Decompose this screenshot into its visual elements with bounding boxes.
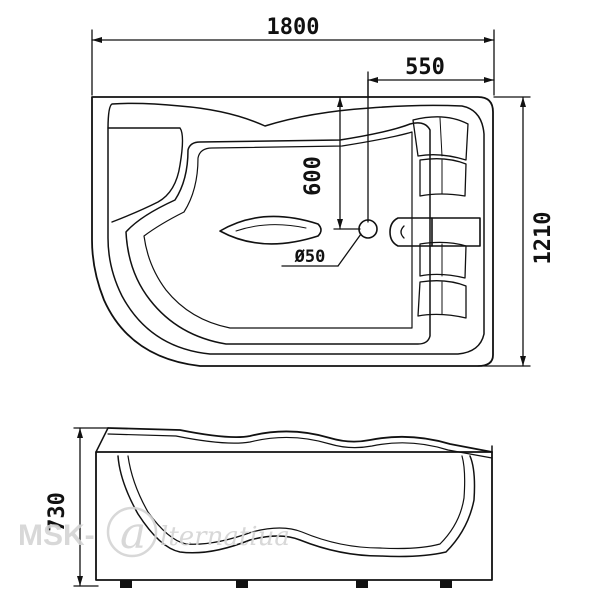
watermark-text-left: MSK- <box>18 519 95 552</box>
side-rim-profile <box>107 427 493 453</box>
tub-well-inner <box>143 131 413 329</box>
dimension-600: 600 <box>301 79 369 230</box>
dimension-label-1210: 1210 <box>531 212 556 265</box>
dimension-label-1800: 1800 <box>267 15 320 40</box>
dimension-diameter: Ø50 <box>281 233 362 267</box>
dimension-label-600: 600 <box>301 156 326 196</box>
svg-text:a: a <box>120 508 146 559</box>
backrest-pads <box>412 116 469 319</box>
left-deck-shelf <box>107 127 184 223</box>
dimension-550: 550 <box>367 55 495 99</box>
side-body <box>95 451 493 581</box>
dimension-label-730: 730 <box>45 492 70 532</box>
watermark-logo: MSK- a lternatiua <box>18 506 290 559</box>
support-feet <box>120 580 452 588</box>
lumbar-cushion <box>219 215 322 245</box>
dimension-label-550: 550 <box>405 55 445 80</box>
dimension-1210: 1210 <box>477 96 556 367</box>
watermark-text-right: lternatiua <box>160 522 290 552</box>
dimension-label-diameter: Ø50 <box>294 247 326 267</box>
side-view: 730 <box>45 427 493 588</box>
top-view: 1800 550 1210 <box>91 15 556 367</box>
faucet-icon <box>389 217 481 247</box>
drain-icon <box>358 219 378 239</box>
tub-outer-rim <box>91 96 494 367</box>
side-basin-profile <box>117 455 476 558</box>
tub-inner-rim <box>107 102 485 355</box>
tub-well <box>125 122 431 345</box>
dimension-730: 730 <box>45 427 109 587</box>
dimension-1800: 1800 <box>91 15 495 96</box>
